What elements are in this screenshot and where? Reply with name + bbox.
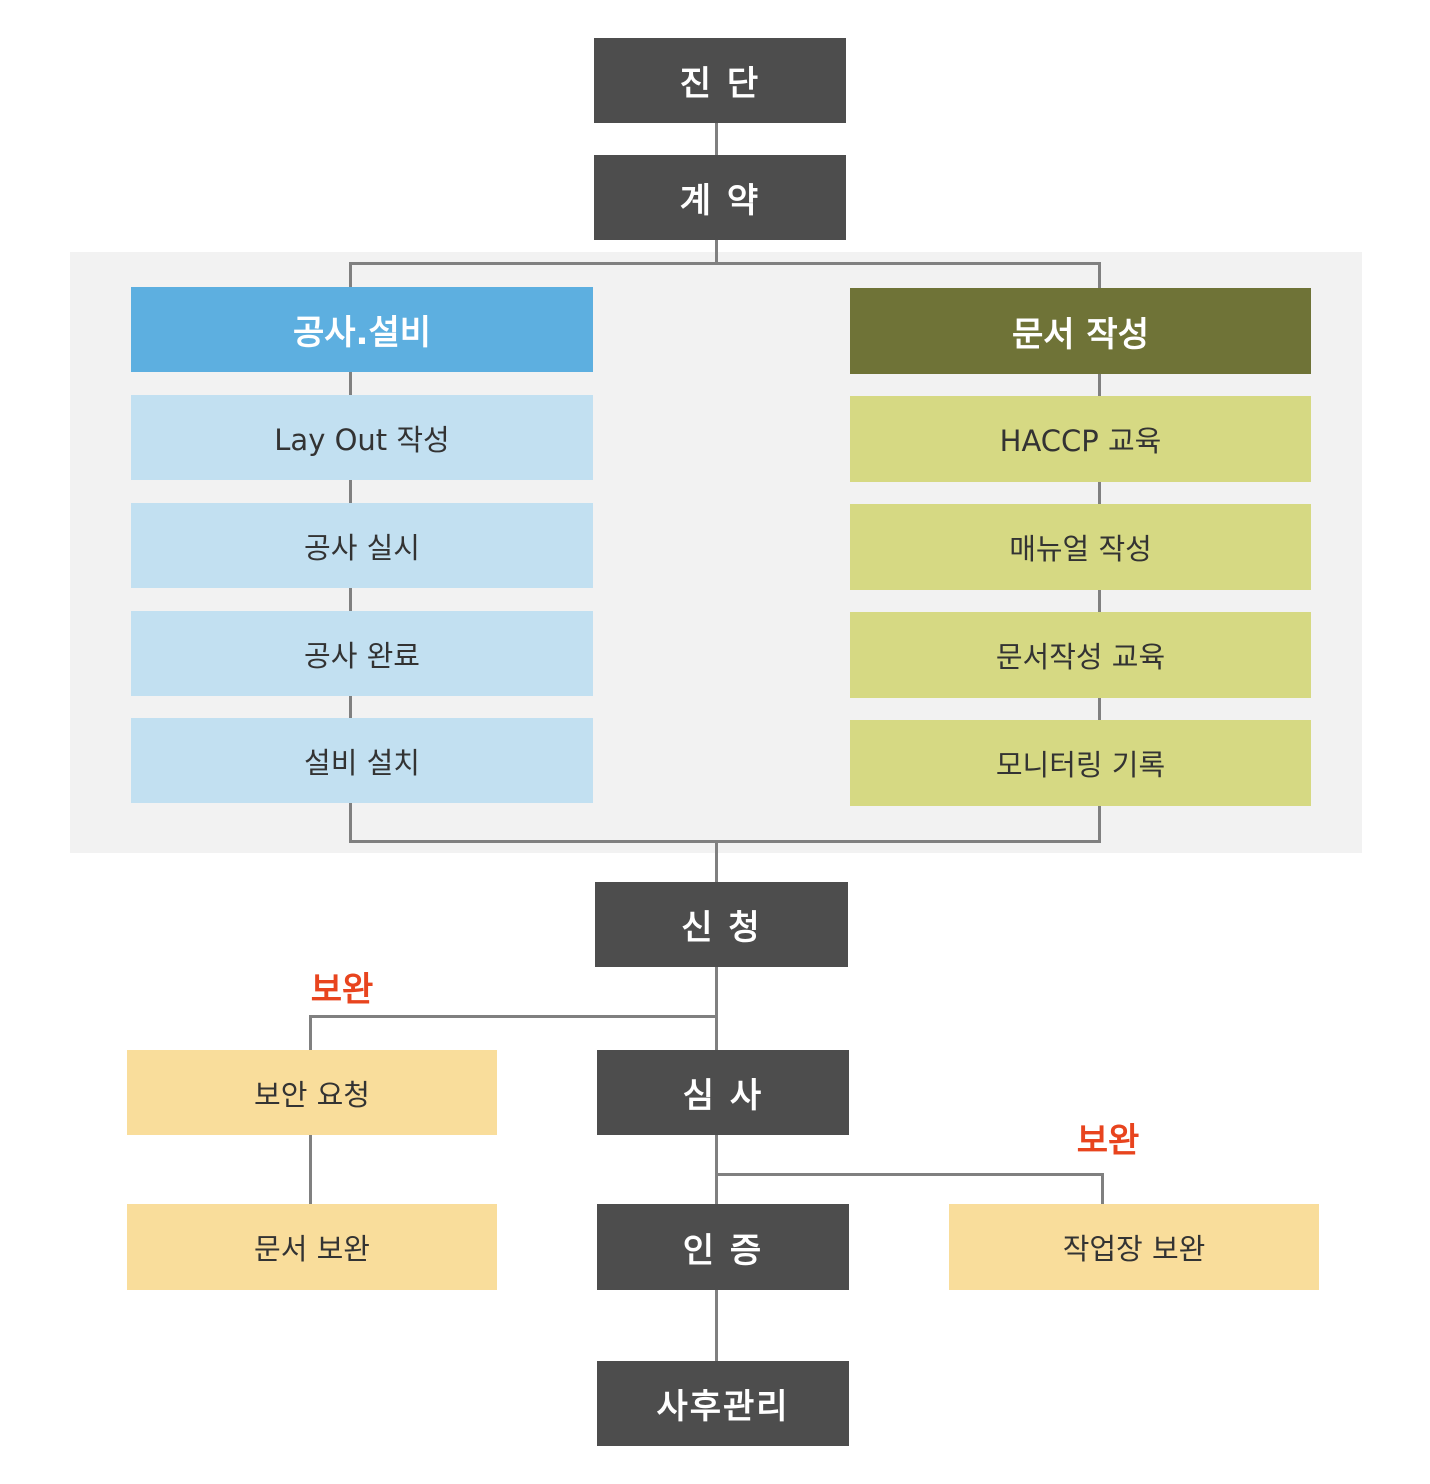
supplement-label-right: 보완	[1076, 1121, 1140, 1161]
connector	[309, 1015, 312, 1050]
step-label: 심 사	[682, 1076, 764, 1116]
documentation-item: HACCP 교육	[850, 396, 1311, 482]
connector	[715, 1173, 1103, 1176]
construction-item: 공사 완료	[131, 611, 593, 696]
connector	[715, 123, 718, 155]
item-label: 매뉴얼 작성	[1009, 532, 1152, 566]
step-label: 사후관리	[656, 1387, 790, 1427]
connector	[349, 840, 1101, 843]
construction-item: 공사 실시	[131, 503, 593, 588]
supplement-request: 보안 요청	[127, 1050, 497, 1135]
item-label: 작업장 보완	[1062, 1232, 1206, 1266]
step-application: 신 청	[595, 882, 848, 967]
supplement-label-left: 보완	[310, 970, 374, 1010]
item-label: HACCP 교육	[999, 424, 1162, 458]
construction-item: Lay Out 작성	[131, 395, 593, 480]
workplace-supplement: 작업장 보완	[949, 1204, 1319, 1290]
connector	[309, 1015, 718, 1018]
construction-item: 설비 설치	[131, 718, 593, 803]
connector	[1101, 1173, 1104, 1204]
step-certification: 인 증	[597, 1204, 849, 1290]
documentation-item: 매뉴얼 작성	[850, 504, 1311, 590]
step-label: 진 단	[679, 64, 761, 104]
documentation-item: 모니터링 기록	[850, 720, 1311, 806]
construction-header: 공사.설비	[131, 287, 593, 372]
step-review: 심 사	[597, 1050, 849, 1135]
documentation-header: 문서 작성	[850, 288, 1311, 374]
step-label: 신 청	[681, 908, 762, 948]
item-label: 문서 보완	[254, 1232, 370, 1266]
item-label: 공사 실시	[304, 530, 420, 565]
document-supplement: 문서 보완	[127, 1204, 497, 1290]
connector	[309, 1135, 312, 1204]
header-label: 공사.설비	[292, 313, 432, 353]
step-diagnosis: 진 단	[594, 38, 846, 123]
connector	[715, 840, 718, 882]
item-label: 모니터링 기록	[995, 748, 1166, 782]
step-contract: 계 약	[594, 155, 846, 240]
step-label: 계 약	[679, 181, 761, 221]
connector	[715, 967, 718, 1050]
documentation-item: 문서작성 교육	[850, 612, 1311, 698]
connector	[349, 262, 1101, 265]
connector	[715, 1135, 718, 1204]
header-label: 문서 작성	[1012, 314, 1149, 355]
connector	[715, 240, 718, 264]
connector	[715, 1290, 718, 1361]
item-label: 공사 완료	[304, 638, 420, 673]
step-label: 인 증	[682, 1230, 764, 1271]
item-label: 보안 요청	[254, 1077, 370, 1112]
step-follow-up: 사후관리	[597, 1361, 849, 1446]
item-label: 설비 설치	[304, 745, 420, 780]
item-label: 문서작성 교육	[995, 640, 1166, 674]
item-label: Lay Out 작성	[274, 422, 450, 457]
